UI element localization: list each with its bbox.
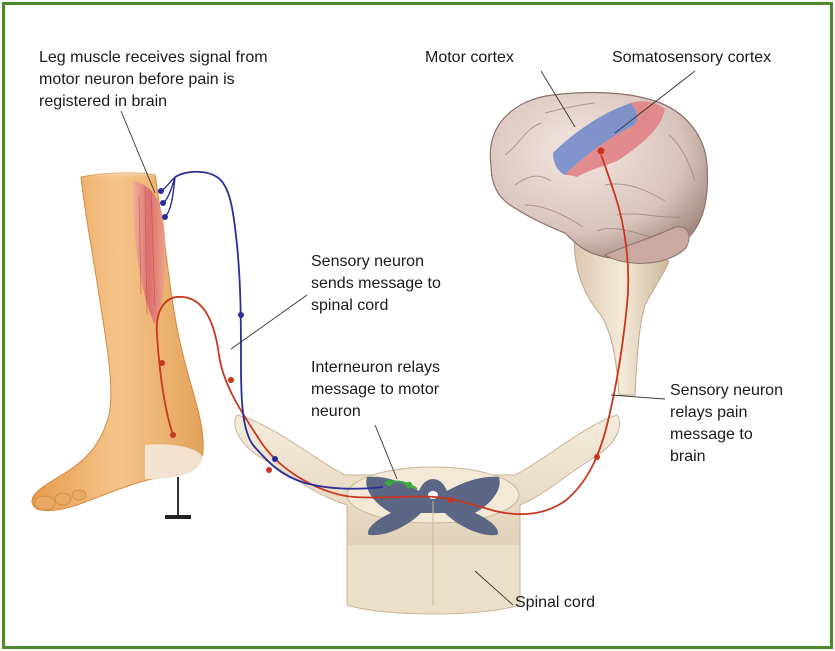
leg-muscle-label: Leg muscle receives signal from motor ne… (39, 47, 268, 113)
sensory-neuron-to-cord-label: Sensory neuron sends message to spinal c… (311, 251, 441, 317)
interneuron-label: Interneuron relays message to motor neur… (311, 357, 440, 423)
brain-illustration (490, 93, 707, 395)
motor-cortex-label: Motor cortex (425, 47, 514, 69)
spinal-cord-illustration (235, 415, 620, 614)
sensory-neuron-to-brain-label: Sensory neuron relays pain message to br… (670, 380, 783, 468)
leg-illustration (32, 165, 203, 511)
somatosensory-cortex-label: Somatosensory cortex (612, 47, 771, 69)
spinal-cord-label: Spinal cord (515, 592, 595, 614)
tack-stimulus (165, 477, 191, 519)
